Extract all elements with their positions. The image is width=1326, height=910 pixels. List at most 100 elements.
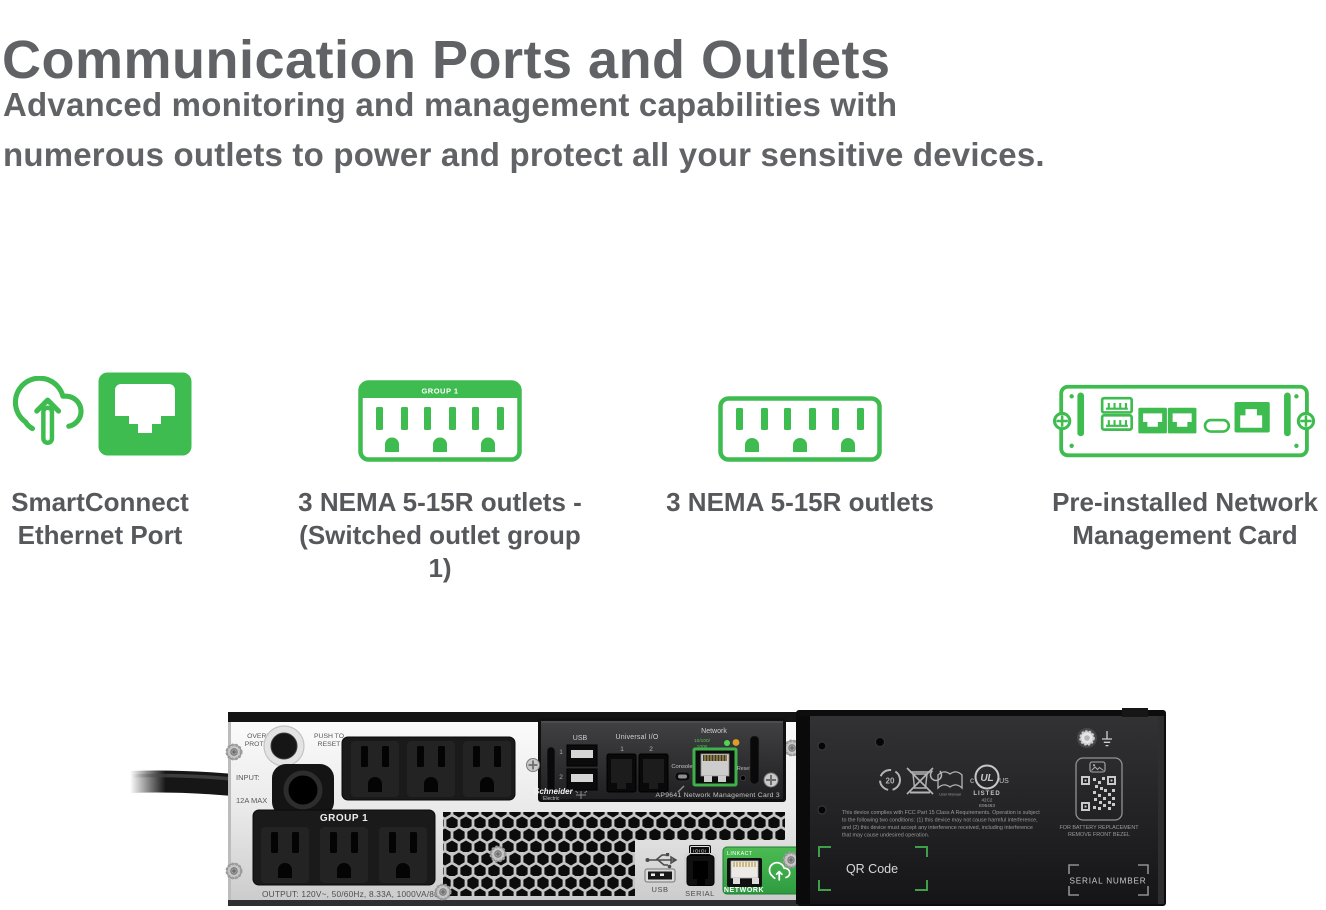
recycle-20-icon: 20 — [886, 777, 895, 786]
outlet-bank-group1: GROUP 1 — [252, 809, 436, 886]
scan-photo-icon — [1089, 761, 1106, 773]
network-port-module: LINKACT NETWORK — [722, 846, 801, 895]
feature-outlets: 3 NEMA 5-15R outlets — [650, 372, 950, 519]
qr-cells — [1081, 776, 1116, 811]
cloud-upload-icon — [7, 375, 87, 457]
outlet-glyphs — [736, 408, 864, 452]
card-reset-label: Reset — [737, 766, 751, 772]
serial-label: SERIAL — [685, 889, 715, 898]
svg-text:SERIAL NUMBER: SERIAL NUMBER — [1070, 877, 1147, 886]
svg-text:1000: 1000 — [697, 744, 708, 750]
brand-logo: Schneider — [534, 787, 574, 796]
switched-outlet-icon: GROUP 1 — [290, 372, 590, 462]
qr-code — [1075, 757, 1123, 821]
svg-text:c: c — [970, 776, 974, 785]
svg-text:that may cause undesired opera: that may cause undesired operation. — [842, 833, 929, 839]
svg-text:E95463: E95463 — [979, 803, 995, 808]
usb-label: USB — [652, 885, 669, 894]
output-rating-label: OUTPUT: 120V~, 50/60Hz, 8.33A, 1000VA/80… — [262, 889, 452, 899]
card-screw — [763, 772, 779, 788]
rj45-large-icon — [1234, 402, 1270, 433]
usb-port: USB — [644, 853, 678, 894]
card-console-label: Console — [671, 764, 692, 770]
input-cord-entry: INPUT: 12A MAX — [236, 764, 334, 816]
serial-glyph: IOIOI — [693, 848, 707, 853]
serial-port: IOIOI SERIAL — [684, 845, 717, 898]
svg-text:User Manual: User Manual — [939, 793, 961, 797]
micro-usb-icon — [1203, 418, 1231, 433]
card-model-label: AP9641 Network Management Card 3 — [656, 792, 780, 799]
page-subtitle: Advanced monitoring and management capab… — [3, 80, 1045, 180]
svg-text:This device complies with FCC: This device complies with FCC Part 15 Cl… — [842, 810, 1040, 816]
svg-text:LISTED: LISTED — [973, 791, 1000, 797]
feature-caption: Pre-installed Network Management Card — [1052, 487, 1318, 550]
card-corner-dots — [1069, 394, 1299, 448]
svg-text:Electric: Electric — [543, 796, 560, 802]
network-card-icon — [1035, 372, 1326, 462]
svg-text:REMOVE FRONT BEZEL: REMOVE FRONT BEZEL — [1068, 832, 1130, 838]
network-label: NETWORK — [724, 887, 764, 894]
user-manual-icon: User Manual — [929, 768, 963, 797]
serial-number-placeholder: SERIAL NUMBER — [1068, 864, 1149, 896]
feature-caption: 3 NEMA 5-15R outlets - (Switched outlet … — [298, 487, 582, 583]
panel-bottom-edge — [228, 900, 798, 906]
card-network-label: Network — [701, 728, 727, 735]
link-led — [724, 740, 730, 746]
smartconnect-icons — [0, 372, 205, 462]
circuit-breaker: OVERLOAD PROTECTOR PUSH TO RESET — [245, 725, 344, 767]
cloud-upload-glyph — [768, 861, 791, 881]
svg-text:12A MAX: 12A MAX — [236, 796, 267, 805]
svg-text:2: 2 — [559, 774, 563, 781]
card-screws — [1053, 411, 1316, 431]
qr-code-placeholder: QR Code — [818, 846, 928, 891]
feature-nmc: Pre-installed Network Management Card — [1035, 372, 1326, 552]
panel-left-edge — [228, 722, 231, 900]
outlet-glyphs — [376, 407, 504, 452]
card-io-label: Universal I/O — [615, 734, 658, 741]
subtitle-line: Advanced monitoring and management capab… — [3, 86, 898, 123]
card-network-jack — [692, 747, 738, 787]
feature-caption: 3 NEMA 5-15R outlets — [666, 487, 934, 517]
subtitle-line: numerous outlets to power and protect al… — [3, 136, 1045, 173]
svg-text:INPUT:: INPUT: — [236, 773, 260, 782]
card-usb-label: USB — [573, 735, 588, 742]
svg-text:42C2: 42C2 — [982, 798, 993, 803]
vent-grille — [443, 812, 785, 896]
status-led — [732, 739, 740, 746]
ups-rear-panel-image: OVERLOAD PROTECTOR PUSH TO RESET INPUT: … — [130, 708, 1166, 906]
feature-switched-outlets: GROUP 1 3 NEMA 5-15R outlets - (Switched… — [290, 372, 590, 585]
certification-icons: 20 User Manual UL c US LISTE — [879, 764, 1009, 808]
fcc-statement: This device complies with FCC Part 15 Cl… — [842, 810, 1040, 839]
card-io-jacks — [606, 753, 669, 793]
ground-screw — [1077, 728, 1097, 748]
feature-smartconnect: SmartConnect Ethernet Port — [0, 372, 205, 552]
svg-text:2: 2 — [649, 746, 653, 753]
reset-hole — [739, 774, 747, 782]
svg-text:1: 1 — [620, 746, 624, 753]
page-title: Communication Ports and Outlets — [2, 30, 891, 91]
svg-text:and (2) this device must accep: and (2) this device must accept any inte… — [842, 825, 1033, 831]
usb-stack-icon — [1100, 396, 1133, 431]
svg-text:QR Code: QR Code — [846, 862, 898, 876]
svg-text:10/100/: 10/100/ — [694, 738, 711, 744]
feature-caption: SmartConnect Ethernet Port — [11, 487, 189, 550]
ul-listed-icon: UL c US LISTED 42C2 E95463 — [970, 764, 1009, 808]
card-console-port — [674, 771, 691, 793]
card-mount-screw — [526, 758, 540, 772]
svg-text:1: 1 — [559, 749, 563, 756]
outlet-bank-top — [341, 736, 516, 801]
svg-text:US: US — [999, 778, 1009, 785]
group1-badge: GROUP 1 — [421, 387, 458, 396]
card-usb-ports — [566, 744, 598, 799]
outlet-icon — [650, 372, 950, 462]
svg-text:to the following two condition: to the following two conditions: (1) thi… — [842, 818, 1038, 824]
svg-text:PUSH TO: PUSH TO — [314, 733, 344, 740]
ground-symbol-icon — [1102, 731, 1112, 747]
svg-text:UL: UL — [980, 773, 993, 784]
chassis-top-edge — [228, 712, 800, 722]
battery-replacement-note: FOR BATTERY REPLACEMENT — [1059, 825, 1139, 831]
weee-bin-icon — [906, 767, 934, 795]
linkact-label: LINKACT — [727, 851, 753, 857]
ethernet-port-icon — [97, 371, 193, 462]
